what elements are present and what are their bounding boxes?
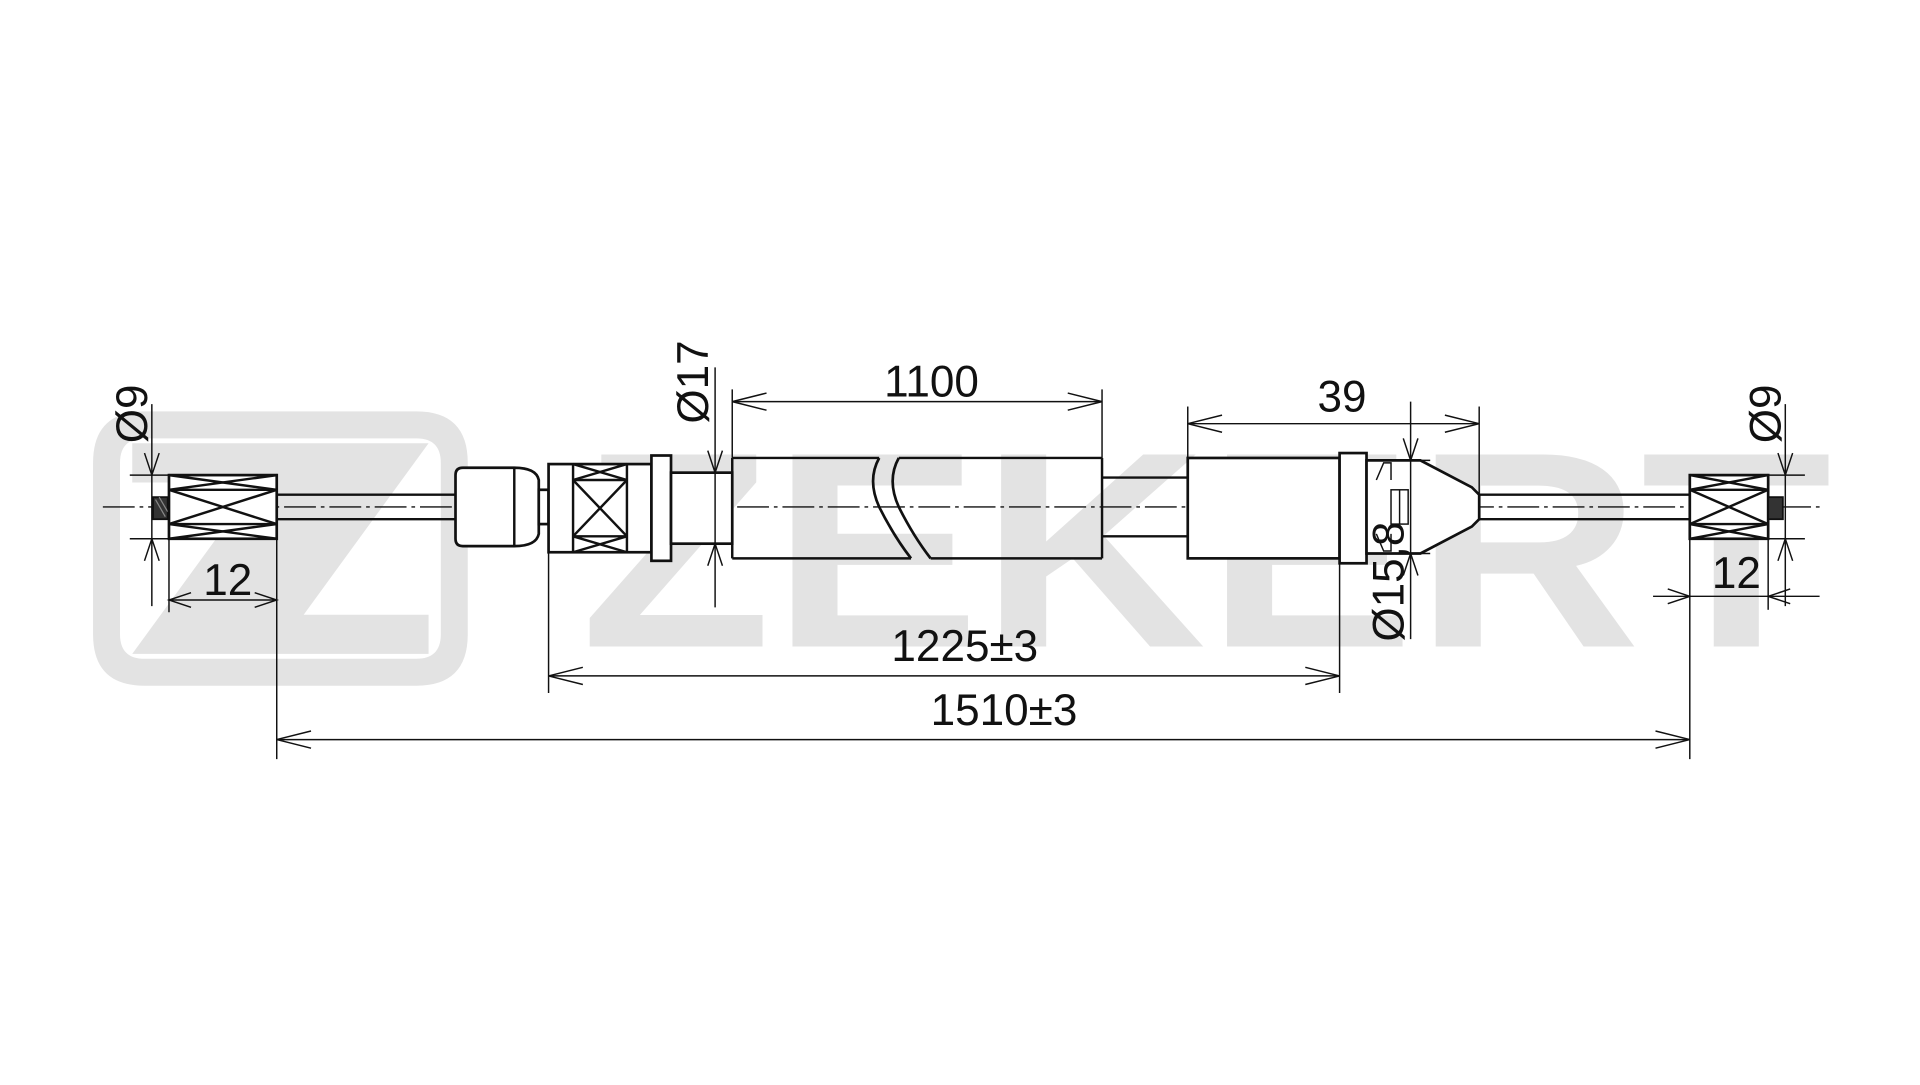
cable-sheath bbox=[731, 456, 1104, 560]
dimension-lines bbox=[129, 367, 1820, 760]
dim-right-diameter: Ø9 bbox=[1741, 384, 1790, 443]
dim-sheath-length: 1100 bbox=[884, 358, 979, 407]
dim-left-length: 12 bbox=[203, 556, 252, 605]
dim-tip-length: 39 bbox=[1318, 372, 1367, 421]
left-end-fitting bbox=[152, 473, 279, 541]
sleeve-collar bbox=[650, 454, 734, 563]
dim-overall-length: 1510±3 bbox=[931, 686, 1078, 735]
dim-tip-diameter: Ø15,8 bbox=[1364, 522, 1413, 642]
break-line-right bbox=[891, 457, 932, 560]
right-sheath-tip bbox=[1186, 451, 1481, 565]
dim-inner-length: 1225±3 bbox=[891, 622, 1038, 671]
dim-sleeve-diameter: Ø17 bbox=[669, 340, 718, 423]
hex-nut bbox=[547, 462, 653, 554]
barrel-connector bbox=[454, 466, 550, 548]
dim-left-diameter: Ø9 bbox=[108, 384, 157, 443]
break-line-left bbox=[871, 457, 913, 560]
dim-right-length: 12 bbox=[1712, 549, 1761, 598]
right-end-fitting bbox=[1688, 473, 1784, 541]
